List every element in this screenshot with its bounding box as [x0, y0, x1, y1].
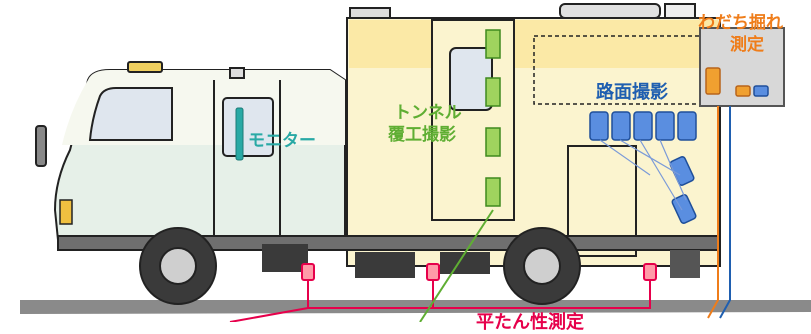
tunnel-label-line2: 覆工撮影: [388, 125, 456, 145]
mirror: [35, 125, 47, 167]
sensor-icon: [301, 263, 315, 281]
vehicle-illustration: [20, 3, 811, 322]
road-surface-label: 路面撮影: [596, 82, 668, 103]
sensor-icon: [426, 263, 440, 281]
camera-icon: [485, 177, 501, 207]
vehicle-diagram: モニター トンネル 覆工撮影 路面撮影 わだち掘れ 測定 平たん性測定: [20, 3, 811, 333]
rut-label-line1: わだち掘れ: [698, 13, 783, 33]
monitor-screen: [235, 107, 244, 161]
camera-icon: [485, 77, 501, 107]
sensor-icon: [643, 263, 657, 281]
camera-icon: [485, 29, 501, 59]
laser-icon: [705, 67, 721, 95]
flatness-label: 平たん性測定: [476, 312, 584, 333]
rut-label-line2: 測定: [730, 35, 764, 55]
windshield: [88, 87, 173, 141]
tunnel-label-line1: トンネル: [394, 103, 462, 123]
monitor-label: モニター: [248, 131, 316, 151]
tunnel-camera-group: [485, 29, 501, 207]
camera-icon: [485, 127, 501, 157]
beacon-light: [127, 61, 163, 73]
road-camera-group: [589, 111, 697, 224]
